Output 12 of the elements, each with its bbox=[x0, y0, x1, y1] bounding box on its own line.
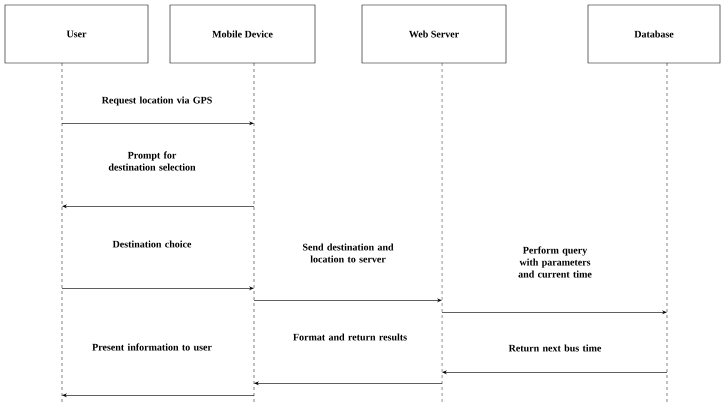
message-label: Perform query with parameters and current time bbox=[518, 246, 592, 278]
message-label: Request location via GPS bbox=[102, 96, 212, 106]
message-label: Send destination and location to server bbox=[302, 243, 394, 263]
message-label: Format and return results bbox=[293, 333, 407, 341]
participant-box: Mobile Device bbox=[170, 4, 316, 64]
participant-box: Web Server bbox=[362, 4, 506, 64]
message-label: Prompt for destination selection bbox=[108, 151, 196, 171]
participant-box: User bbox=[4, 4, 148, 64]
participant-box: Database bbox=[588, 4, 720, 64]
message-label: Destination choice bbox=[112, 240, 192, 248]
message-label: Present information to user bbox=[92, 343, 212, 351]
message-label: Return next bus time bbox=[508, 344, 602, 352]
